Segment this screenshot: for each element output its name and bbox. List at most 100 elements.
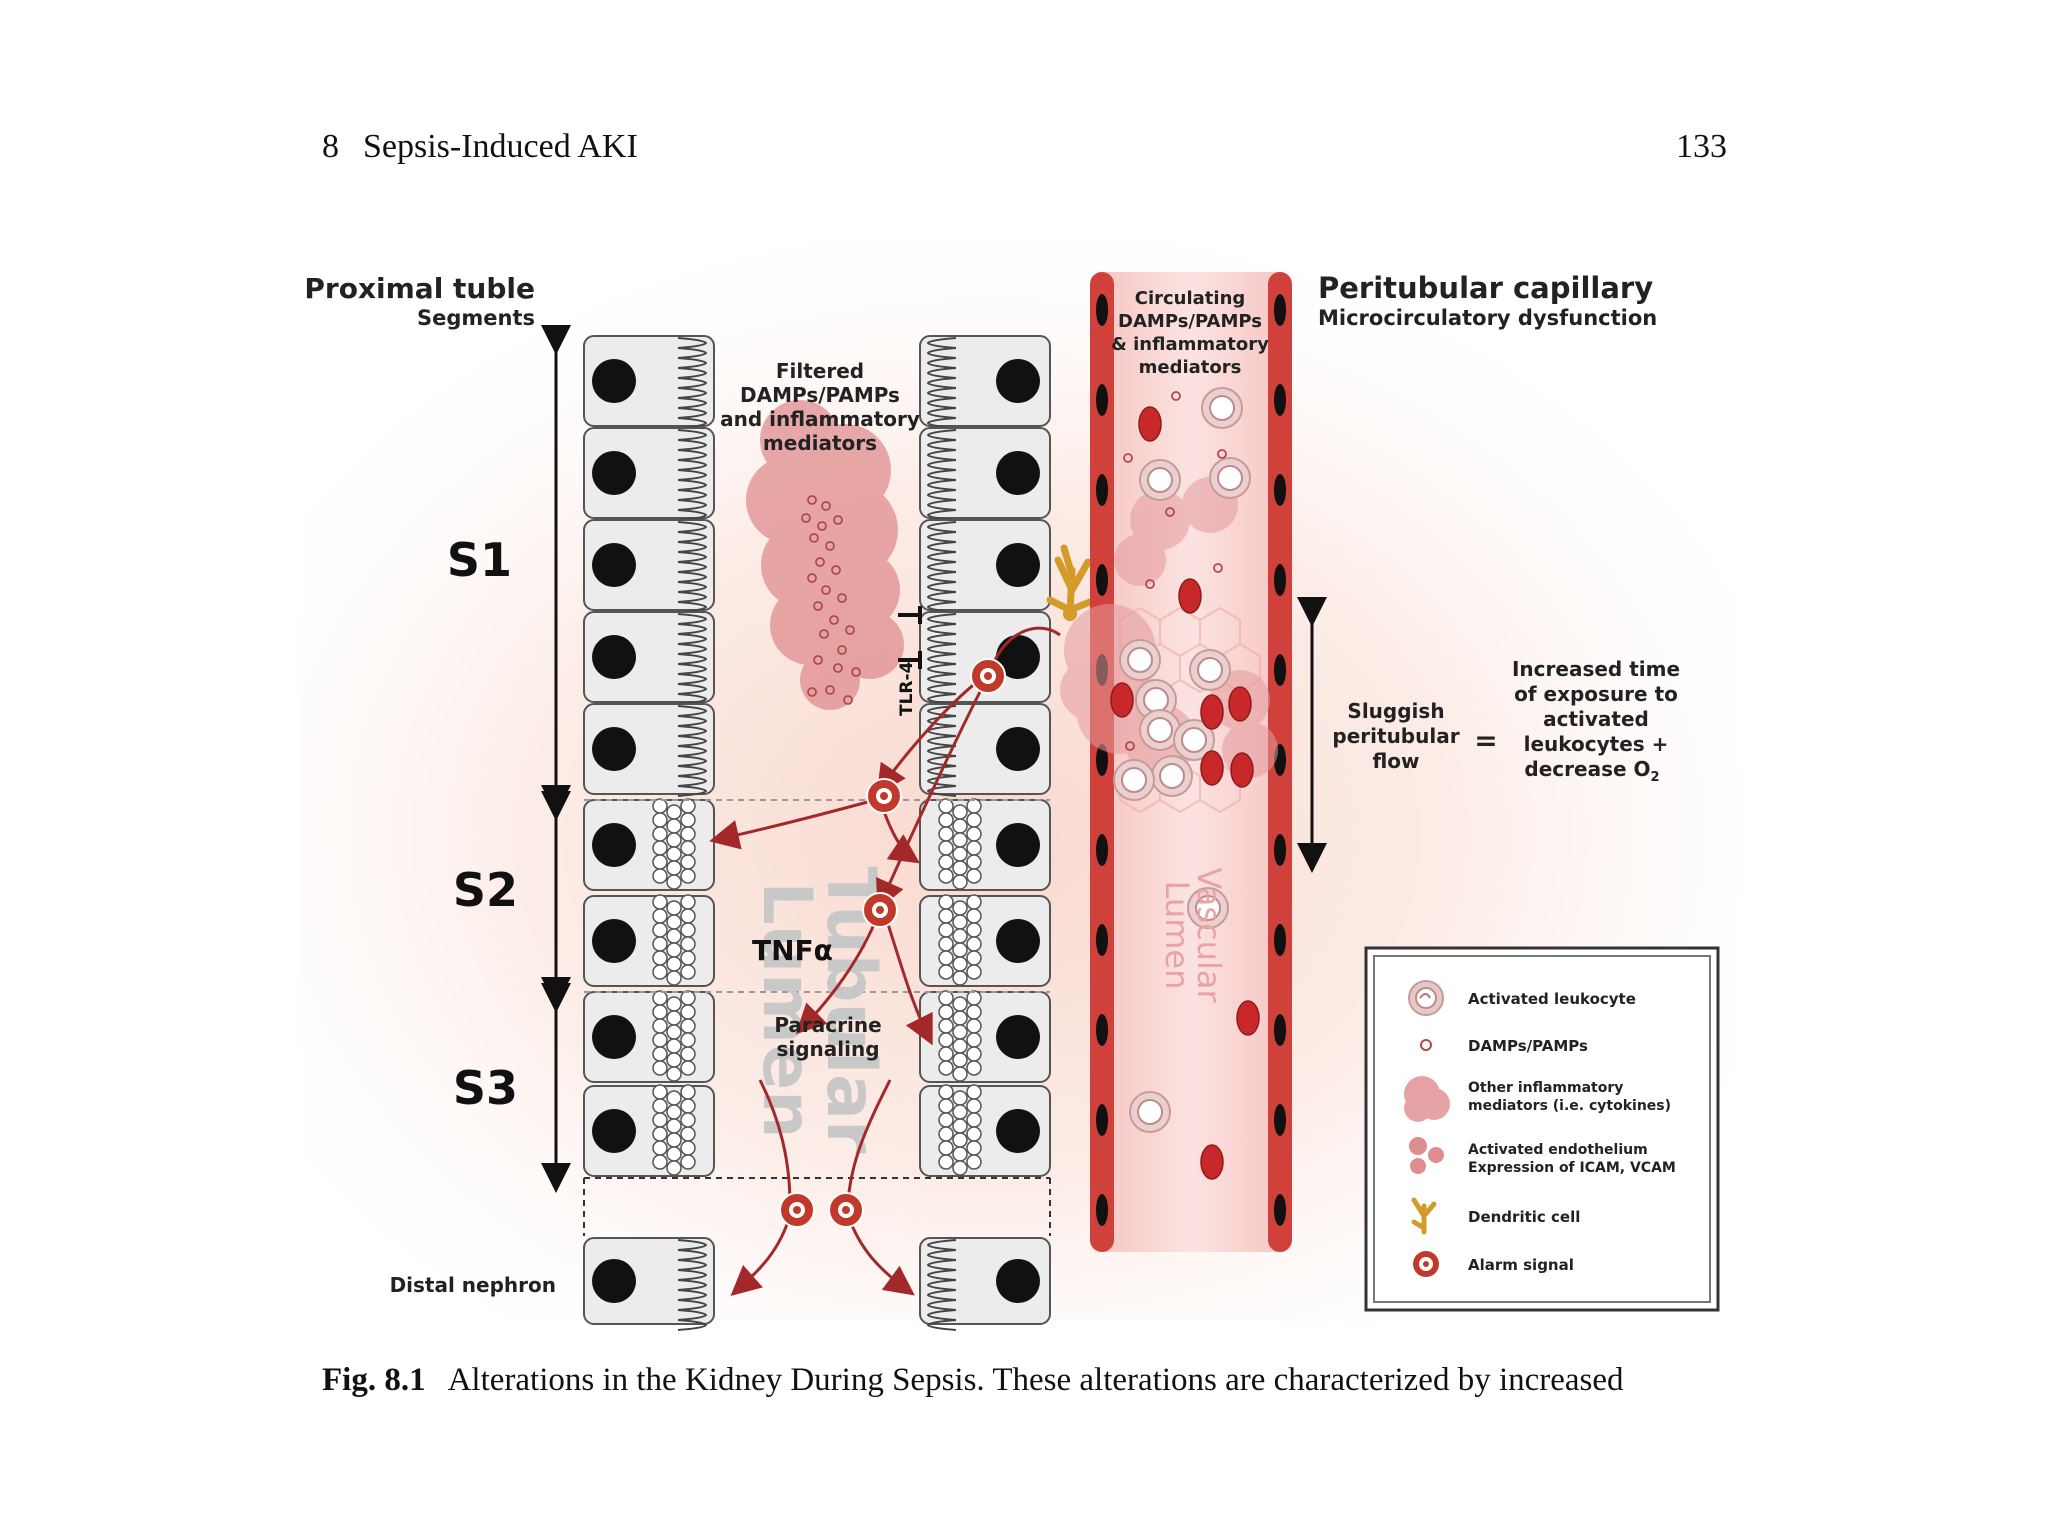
alarm-core bbox=[984, 672, 992, 680]
red-blood-cell bbox=[1228, 686, 1252, 722]
vesicle bbox=[938, 922, 954, 938]
vesicle bbox=[652, 1140, 668, 1156]
alarm-signal-icon bbox=[862, 892, 898, 928]
vesicle bbox=[938, 936, 954, 952]
increased-line-5-text: decrease O bbox=[1524, 757, 1650, 781]
vesicle bbox=[680, 936, 696, 952]
vascular-lumen-line-2: Lumen bbox=[1158, 881, 1196, 990]
vesicle bbox=[966, 950, 982, 966]
vesicle bbox=[652, 840, 668, 856]
damp-dot bbox=[843, 695, 853, 705]
damp-dot bbox=[1217, 449, 1227, 459]
vesicle bbox=[680, 868, 696, 884]
endothelial-nucleus bbox=[1096, 564, 1108, 596]
vesicle bbox=[952, 804, 968, 820]
vesicle bbox=[652, 1046, 668, 1062]
vesicle bbox=[666, 900, 682, 916]
red-blood-cells bbox=[1110, 391, 1260, 1180]
vesicle bbox=[966, 908, 982, 924]
vesicle bbox=[966, 1084, 982, 1100]
dendritic-cell-icon bbox=[1046, 544, 1099, 619]
vesicle bbox=[938, 964, 954, 980]
increased-line-1: Increased time bbox=[1512, 657, 1680, 681]
alarm-signal-icon bbox=[970, 658, 1006, 694]
vesicle bbox=[652, 1084, 668, 1100]
vesicle bbox=[680, 1084, 696, 1100]
vesicle bbox=[680, 1046, 696, 1062]
leukocyte-inner bbox=[1159, 763, 1185, 789]
dendritic-cell-legend-icon bbox=[1411, 1197, 1437, 1235]
brush-border bbox=[677, 705, 708, 797]
vesicle bbox=[652, 1004, 668, 1020]
activated-leukocytes bbox=[1113, 387, 1251, 1133]
endothelial-nucleus bbox=[1274, 654, 1286, 686]
cell-nucleus bbox=[996, 1259, 1040, 1303]
vesicle bbox=[938, 1032, 954, 1048]
tubule-cell bbox=[919, 894, 1051, 987]
tubule-cell bbox=[583, 894, 715, 987]
vesicle bbox=[666, 942, 682, 958]
tubule-cell bbox=[919, 335, 1051, 429]
vesicle bbox=[966, 1018, 982, 1034]
tubule-cell bbox=[583, 798, 715, 891]
brush-border bbox=[926, 1239, 957, 1331]
tubule-left-wall bbox=[583, 335, 715, 1331]
vesicle bbox=[966, 922, 982, 938]
increased-line-2: of exposure to bbox=[1514, 682, 1678, 706]
page-number: 133 bbox=[1676, 128, 1727, 165]
vesicle bbox=[938, 826, 954, 842]
tubule-cell bbox=[919, 519, 1051, 613]
leukocyte-inner bbox=[1181, 727, 1207, 753]
leukocyte-inner bbox=[1217, 465, 1243, 491]
vesicle bbox=[966, 1046, 982, 1062]
tubule-cell bbox=[919, 798, 1051, 891]
chapter-title: Sepsis-Induced AKI bbox=[363, 128, 638, 165]
vesicle bbox=[666, 1090, 682, 1106]
vesicle bbox=[952, 914, 968, 930]
activated-leukocyte-icon bbox=[1139, 459, 1181, 501]
vesicle bbox=[666, 1118, 682, 1134]
vesicle bbox=[966, 854, 982, 870]
red-blood-cell bbox=[1138, 406, 1162, 442]
segment-s3-label: S3 bbox=[453, 1061, 518, 1115]
damp-dot bbox=[837, 645, 847, 655]
sluggish-line-1: Sluggish bbox=[1347, 699, 1444, 723]
legend-label-endothelium-2: Expression of ICAM, VCAM bbox=[1468, 1160, 1676, 1176]
cell-nucleus bbox=[592, 823, 636, 867]
activated-leukocyte-icon bbox=[1119, 639, 1161, 681]
legend-label-dendritic: Dendritic cell bbox=[1468, 1208, 1580, 1226]
leukocyte-inner bbox=[1127, 647, 1153, 673]
o2-subscript: 2 bbox=[1651, 770, 1660, 785]
vesicle bbox=[966, 1140, 982, 1156]
vesicle bbox=[652, 826, 668, 842]
cell-nucleus bbox=[592, 919, 636, 963]
activated-leukocyte-icon bbox=[1201, 387, 1243, 429]
damp-dot bbox=[817, 521, 827, 531]
leukocyte-inner bbox=[1195, 895, 1221, 921]
vesicle bbox=[938, 1098, 954, 1114]
tubular-lumen-line-2: Lumen bbox=[747, 881, 826, 1138]
vesicle bbox=[966, 826, 982, 842]
vesicle bbox=[680, 1018, 696, 1034]
vesicle bbox=[666, 1132, 682, 1148]
vesicle bbox=[952, 942, 968, 958]
damp-dot bbox=[813, 601, 823, 611]
damp-dot bbox=[809, 533, 819, 543]
vesicle bbox=[666, 1038, 682, 1054]
vesicle bbox=[652, 936, 668, 952]
vesicle bbox=[952, 1052, 968, 1068]
damp-dot bbox=[807, 573, 817, 583]
alarm-signal-icon bbox=[779, 1192, 815, 1228]
vesicle bbox=[952, 1090, 968, 1106]
legend-label-endothelium-1: Activated endothelium bbox=[1468, 1142, 1648, 1158]
cell-nucleus bbox=[996, 1109, 1040, 1153]
endothelial-nucleus bbox=[1096, 474, 1108, 506]
vesicle bbox=[666, 1160, 682, 1176]
activated-leukocyte-icon bbox=[1209, 457, 1251, 499]
vesicle bbox=[952, 818, 968, 834]
endothelial-nucleus bbox=[1274, 924, 1286, 956]
endothelial-nucleus bbox=[1096, 294, 1108, 326]
tubule-cell bbox=[583, 519, 715, 613]
filtered-label-line-1: Filtered bbox=[776, 359, 864, 383]
